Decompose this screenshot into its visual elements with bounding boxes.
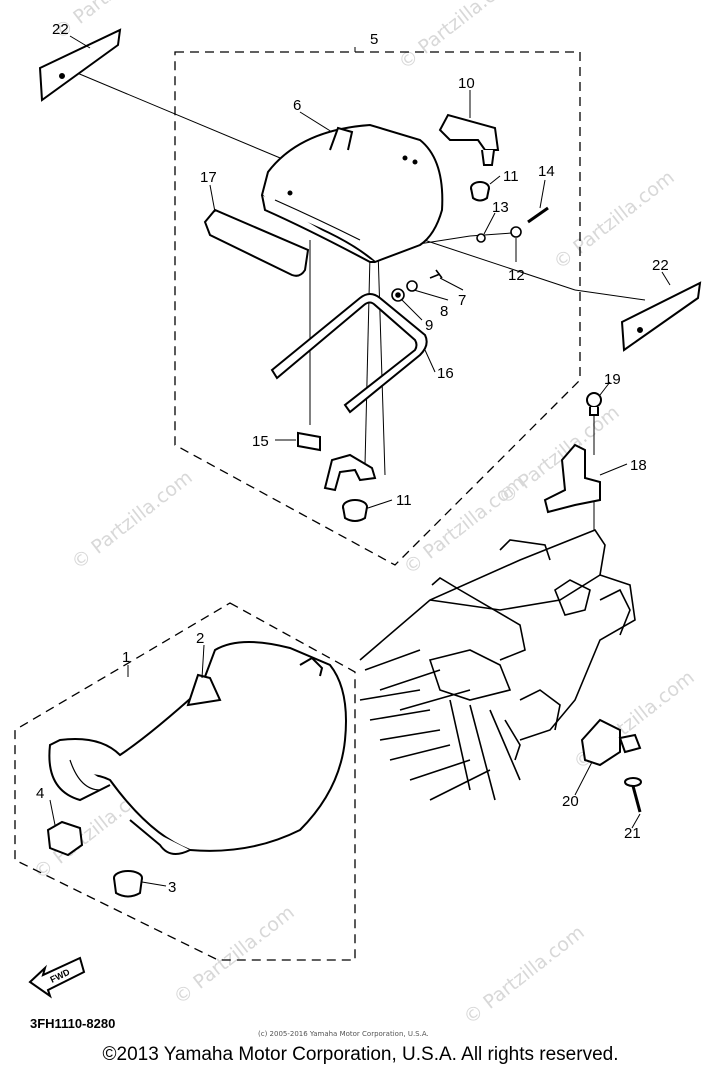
bolt-19 <box>586 392 602 416</box>
strap-2 <box>186 673 222 707</box>
callout-20: 20 <box>562 793 579 810</box>
callout-5: 5 <box>370 31 378 48</box>
seat-lock-20 <box>580 718 642 767</box>
seat-assembly-box <box>14 602 356 961</box>
fwd-arrow: FWD <box>28 956 86 999</box>
callout-8: 8 <box>440 303 448 320</box>
seat <box>48 640 347 855</box>
grommet-11-bottom <box>342 499 368 522</box>
cushion-15 <box>297 431 321 452</box>
watermark: © Partzilla.com <box>395 0 524 74</box>
callout-4: 4 <box>36 785 44 802</box>
callout-11-top: 11 <box>503 168 519 185</box>
bolt-7 <box>429 269 443 279</box>
leader-lines <box>69 47 646 530</box>
callout-3: 3 <box>168 879 176 896</box>
callout-numbers: 22 5 10 6 11 14 17 13 12 22 8 7 9 16 19 … <box>36 21 669 896</box>
reflector-22-right <box>620 281 702 352</box>
diagram-code: 3FH1110-8280 <box>30 1016 115 1031</box>
callout-1: 1 <box>122 649 130 666</box>
small-copyright: (c) 2005-2016 Yamaha Motor Corporation, … <box>258 1030 429 1038</box>
callout-9: 9 <box>425 317 433 334</box>
callout-leaders <box>49 35 671 887</box>
bracket-10 <box>438 113 500 166</box>
watermark: © Partzilla.com <box>68 466 197 574</box>
nut-13 <box>476 233 486 243</box>
damper-3 <box>113 870 143 898</box>
callout-21: 21 <box>624 825 641 842</box>
callout-22-top: 22 <box>52 21 69 38</box>
footer-copyright: ©2013 Yamaha Motor Corporation, U.S.A. A… <box>102 1044 619 1065</box>
grommet-11-top <box>470 181 490 202</box>
hinge-18 <box>543 443 601 514</box>
callout-12: 12 <box>508 267 525 284</box>
callout-13: 13 <box>492 199 509 216</box>
grab-strip-17 <box>203 208 310 277</box>
hardware <box>391 206 549 302</box>
callout-7: 7 <box>458 292 466 309</box>
callout-14: 14 <box>538 163 555 180</box>
callout-17: 17 <box>200 169 217 186</box>
callout-2: 2 <box>196 630 204 647</box>
callout-16: 16 <box>437 365 454 382</box>
callout-15: 15 <box>252 433 269 450</box>
watermark: © Partzilla.com <box>170 901 299 1009</box>
bracket-lower <box>323 453 377 492</box>
callout-6: 6 <box>293 97 301 114</box>
grab-bar-16 <box>270 293 428 414</box>
callout-22-right: 22 <box>652 257 669 274</box>
watermark: © Partzilla.com <box>460 921 589 1029</box>
callout-19: 19 <box>604 371 621 388</box>
seat-cowl-assembly-box <box>174 51 581 566</box>
assembly-boxes <box>14 51 581 961</box>
screw-14 <box>527 206 549 224</box>
callout-11-bottom: 11 <box>396 492 412 509</box>
reflector-22-top <box>38 28 122 102</box>
callout-10: 10 <box>458 75 475 92</box>
collar-12 <box>510 226 522 238</box>
screw-21 <box>624 777 642 813</box>
seat-cowl <box>260 123 444 264</box>
nut-8 <box>406 280 418 292</box>
callout-18: 18 <box>630 457 647 474</box>
frame <box>359 529 636 801</box>
damper-4 <box>46 820 84 857</box>
